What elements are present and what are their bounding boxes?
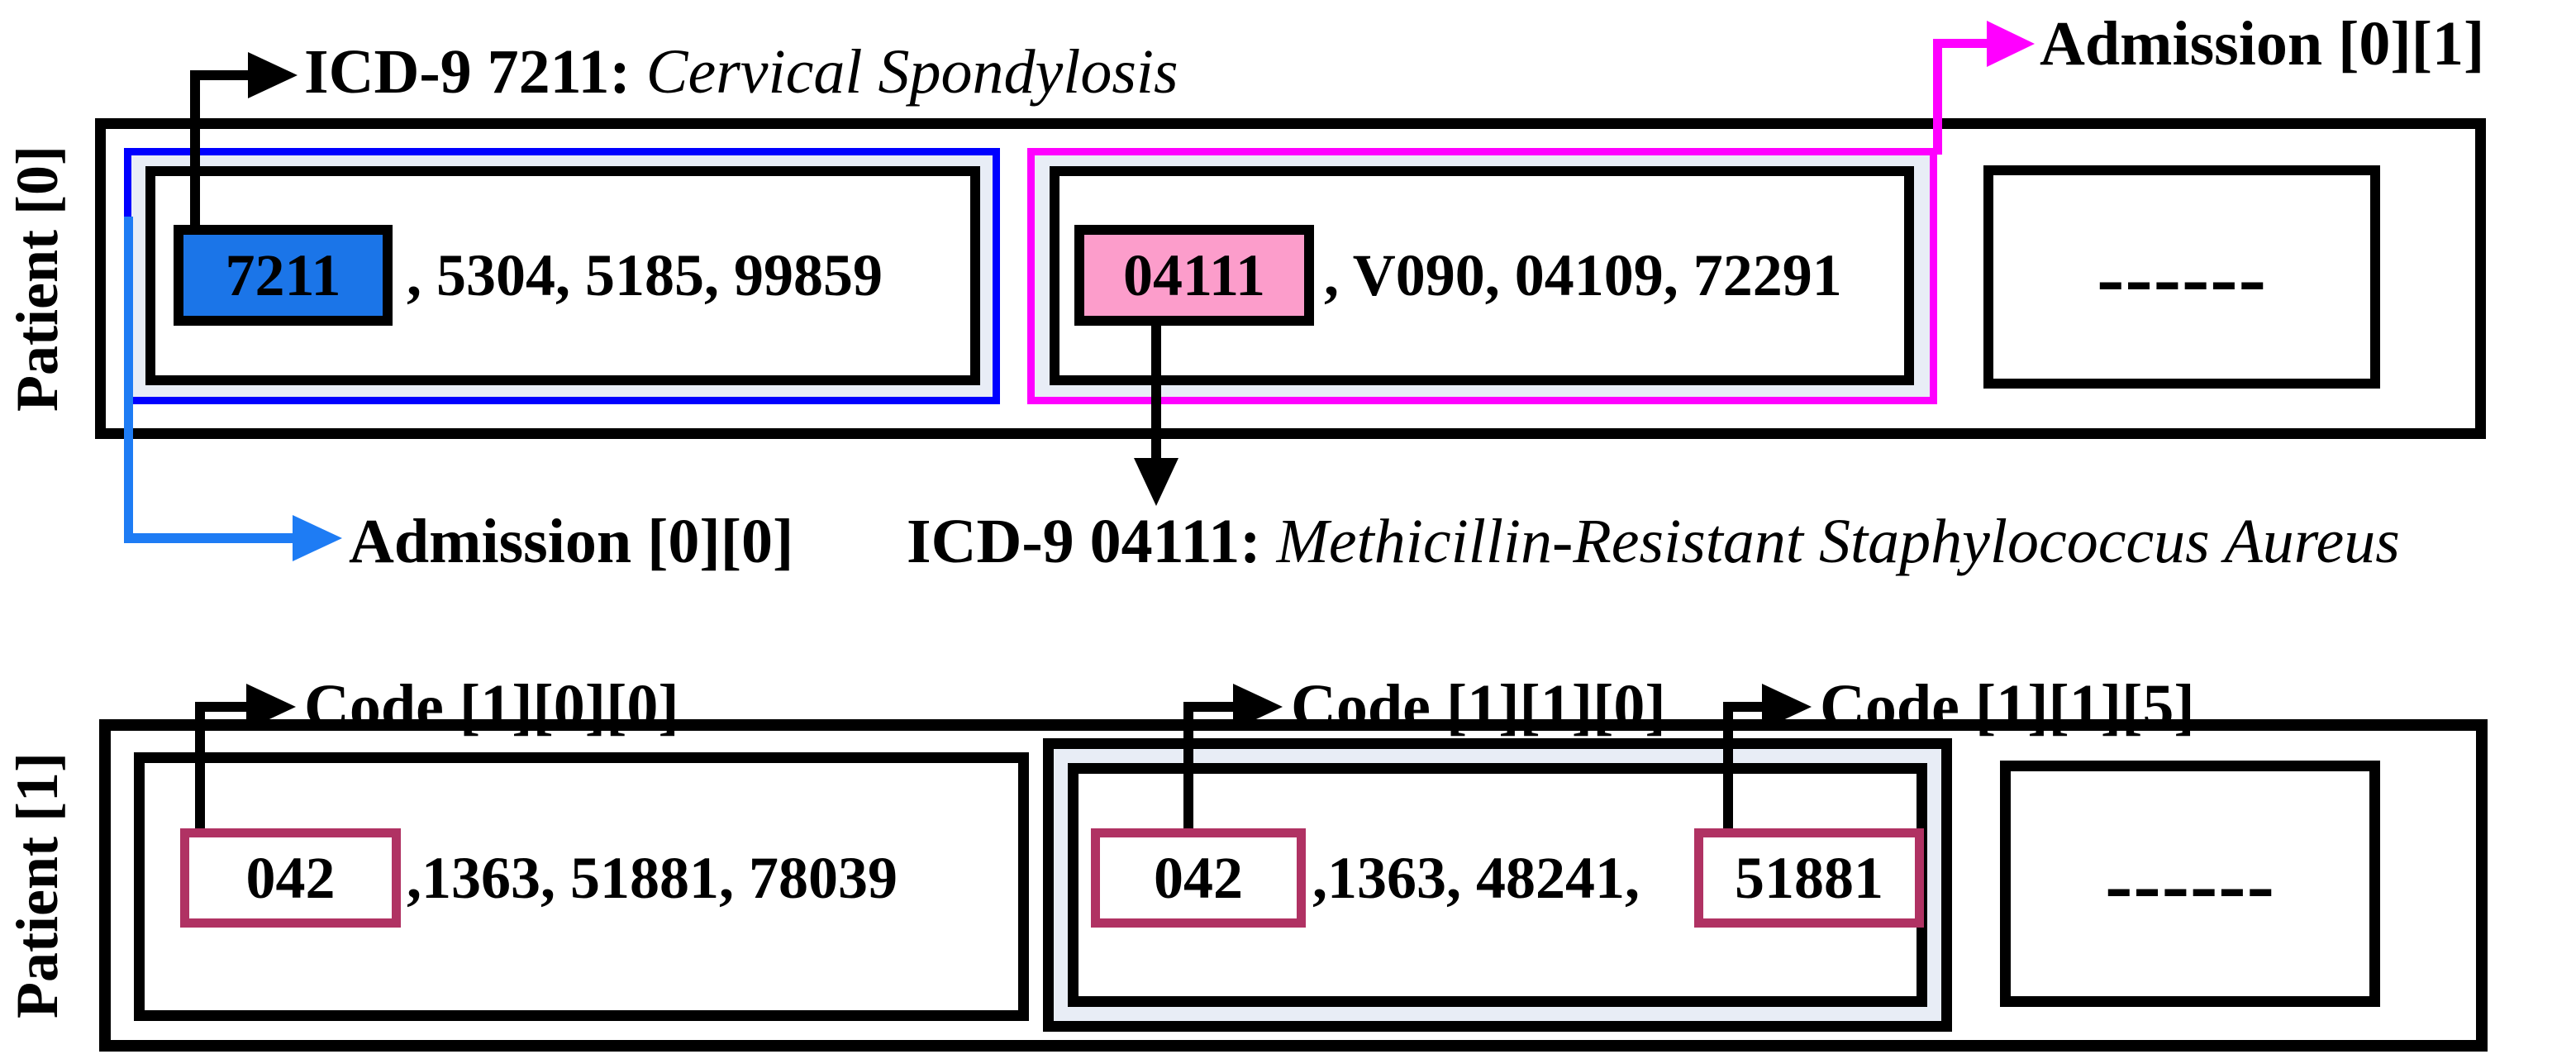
icd-04111-code-text: ICD-9 04111: [907,507,1277,576]
code-7211-highlight-box: 7211 [174,225,393,326]
arrow-line-code-1-1-5-horizontal [1723,702,1766,712]
arrowhead-to-icd-04111-label [1134,458,1178,506]
patient-1-label: Patient [1] [4,752,70,1018]
patient-1-ellipsis: ------ [2105,837,2275,930]
code-1-1-5-box: 51881 [1694,828,1924,928]
arrowhead-to-admission-0-0-label [293,515,342,561]
patient-0-label: Patient [0] [4,145,70,412]
arrow-line-code-1-1-0-vertical [1183,702,1193,828]
arrowhead-to-icd-7211-label [248,52,298,98]
arrowhead-to-code-1-1-0-label [1233,684,1283,730]
arrowhead-to-code-1-1-5-label [1762,684,1812,730]
patient-0-more-admissions-box [1983,165,2380,389]
patient-0-ellipsis: ------ [2097,231,2267,323]
code-1-1-0-label: Code [1][1][0] [1291,672,1666,742]
arrow-line-admission-0-0-vertical [124,217,133,543]
code-1-0-0-label: Code [1][0][0] [304,672,679,742]
code-04111-highlight-box: 04111 [1074,225,1314,326]
arrow-line-04111-vertical [1151,316,1161,460]
arrow-line-7211-horizontal [190,70,253,80]
icd-04111-description: Methicillin-Resistant Staphylococcus Aur… [1276,507,2400,576]
arrow-line-code-1-1-0-horizontal [1183,702,1236,712]
icd-7211-code-text: ICD-9 7211: [304,37,646,107]
code-1-1-0-box: 042 [1091,828,1306,928]
patient-1-more-admissions-box [2000,761,2380,1007]
icd-04111-annotation: ICD-9 04111: Methicillin-Resistant Staph… [907,508,2400,575]
admission-0-0-label: Admission [0][0] [349,507,794,576]
arrow-line-admission-0-1-horizontal [1933,39,1991,48]
arrow-line-7211-vertical [190,70,200,225]
arrow-line-code-1-1-5-vertical [1723,702,1733,828]
arrow-line-admission-0-1-vertical [1933,39,1942,155]
admission-0-1-label: Admission [0][1] [2040,9,2485,79]
admission-1-0-other-codes: ,1363, 51881, 78039 [407,844,898,911]
icd-7211-description: Cervical Spondylosis [645,37,1178,107]
code-1-0-0-box: 042 [180,828,401,928]
arrowhead-to-code-1-0-0-label [246,684,296,730]
arrow-line-code-1-0-0-vertical [195,702,205,828]
arrow-line-code-1-0-0-horizontal [195,702,250,712]
admission-0-0-other-codes: , 5304, 5185, 99859 [407,241,883,308]
arrowhead-to-admission-0-1-label [1987,21,2035,67]
code-1-1-5-label: Code [1][1][5] [1820,672,2195,742]
admission-1-1-middle-codes: ,1363, 48241, [1312,844,1640,911]
admission-0-1-other-codes: , V090, 04109, 72291 [1324,241,1842,308]
icd-7211-annotation: ICD-9 7211: Cervical Spondylosis [304,39,1178,105]
arrow-line-admission-0-0-horizontal [124,533,296,543]
